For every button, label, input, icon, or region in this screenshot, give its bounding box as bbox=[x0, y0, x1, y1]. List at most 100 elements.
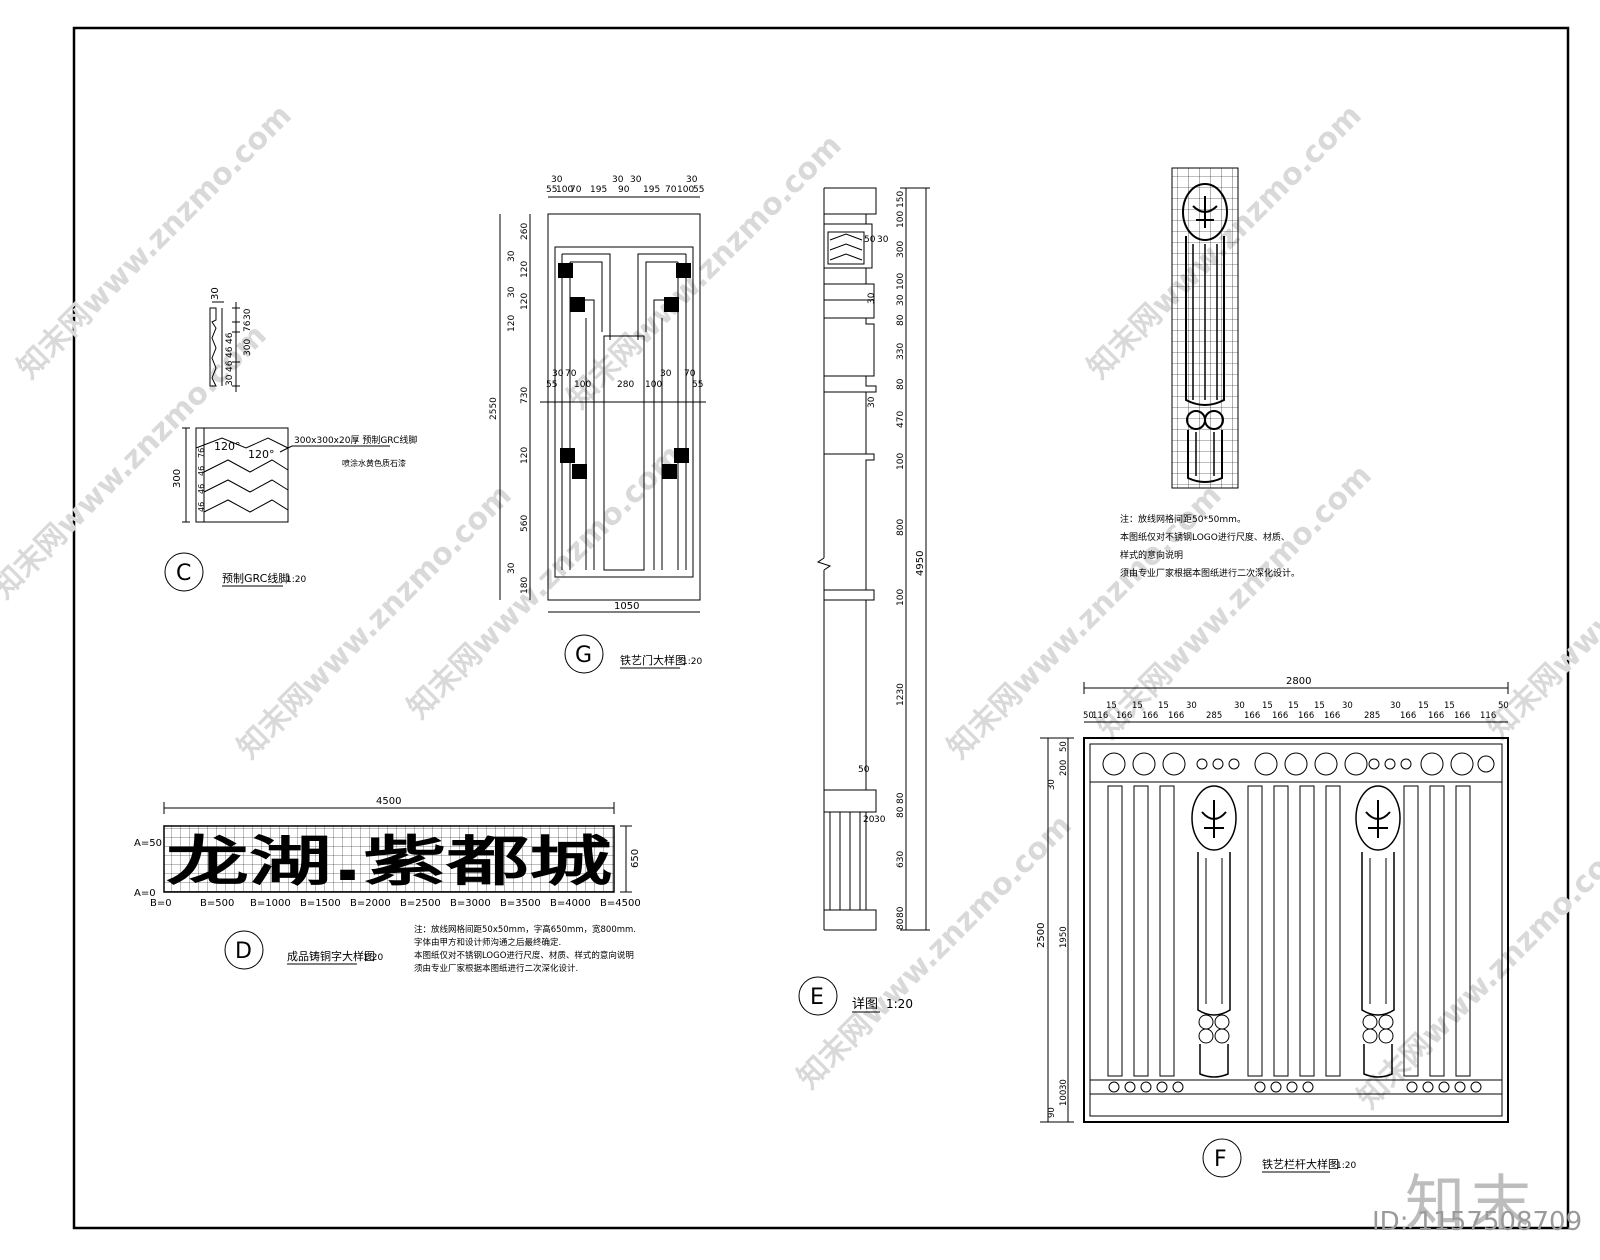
dim-label: 285 bbox=[1206, 711, 1222, 721]
dim-label: 15 bbox=[1158, 701, 1169, 711]
dim-label: 55 bbox=[546, 185, 557, 195]
dim-label: 100 bbox=[896, 273, 906, 290]
sheet-border bbox=[72, 26, 1570, 1230]
gate-ornament bbox=[558, 263, 573, 278]
detail-f: 2800 50 116 15 166 15 166 15 166 30 285 … bbox=[1036, 676, 1509, 1178]
dim-label: 30 bbox=[507, 250, 517, 262]
dim-label: 46 bbox=[225, 360, 235, 372]
dim-label: 50 bbox=[858, 765, 870, 775]
dim-label: 30 bbox=[867, 292, 877, 304]
dim-label: 166 bbox=[1116, 711, 1132, 721]
dim-label: 50 bbox=[1083, 711, 1094, 721]
logo-notes: 注：放线网格间距50*50mm。 本图纸仅对不锈钢LOGO进行尺度、材质、 样式… bbox=[1120, 513, 1300, 579]
dim-label: 76 bbox=[197, 448, 206, 458]
note-line: 300x300x20厚 预制GRC线脚 bbox=[294, 434, 417, 446]
dim-label: 50 bbox=[864, 235, 876, 245]
dim-label: 30 bbox=[225, 374, 235, 386]
dim-label: 15 bbox=[1288, 701, 1299, 711]
dim-label: 2500 bbox=[1036, 923, 1047, 948]
note-line: 字体由甲方和设计师沟通之后最终确定. bbox=[414, 937, 561, 948]
dim-label: 560 bbox=[520, 515, 530, 532]
railing-top-rings bbox=[1102, 752, 1495, 776]
column-profile bbox=[824, 187, 877, 931]
axis-label: B=3000 bbox=[450, 898, 491, 909]
dim-label: 55 bbox=[692, 380, 703, 390]
dim-label: 4500 bbox=[376, 796, 401, 807]
detail-scale: 1:20 bbox=[286, 575, 306, 585]
detail-marker-letter: E bbox=[810, 985, 824, 1010]
axis-label: A=0 bbox=[134, 888, 156, 899]
dim-label: 30 bbox=[552, 369, 564, 379]
detail-scale: 1:20 bbox=[363, 953, 383, 963]
dim-label: 166 bbox=[1168, 711, 1184, 721]
gate-ornament bbox=[674, 448, 689, 463]
dim-label: 30 bbox=[686, 175, 698, 185]
dim-label: 15 bbox=[1262, 701, 1273, 711]
dim-label: 50 bbox=[1059, 741, 1069, 752]
detail-marker-letter: F bbox=[1214, 1147, 1227, 1172]
detail-title: 预制GRC线脚 bbox=[222, 571, 289, 585]
sign-text: 龙湖.紫都城 bbox=[166, 830, 612, 893]
dim-label: 30 bbox=[1234, 701, 1245, 711]
watermark-text: 知末网www.znzmo.com bbox=[401, 438, 689, 726]
dim-label: 195 bbox=[590, 185, 607, 195]
dim-label: 30 bbox=[243, 308, 253, 320]
dim-label: 70 bbox=[570, 185, 582, 195]
dim-label: 30 bbox=[210, 287, 221, 300]
dim-label: 80 bbox=[896, 806, 906, 818]
dim-label: 116 bbox=[1480, 711, 1496, 721]
dim-label: 630 bbox=[896, 851, 906, 868]
axis-label: B=0 bbox=[150, 898, 172, 909]
dim-label: 30 bbox=[867, 396, 877, 408]
dim-label: 46 bbox=[225, 346, 235, 358]
dim-label: 116 bbox=[1092, 711, 1108, 721]
dim-label: 90 bbox=[1047, 1107, 1057, 1118]
dim-label: 30 bbox=[877, 235, 889, 245]
detail-marker-c bbox=[164, 552, 204, 592]
dim-label: 15 bbox=[1444, 701, 1455, 711]
note-line: 须由专业厂家根据本图纸进行二次深化设计. bbox=[414, 963, 578, 974]
dim-label: 166 bbox=[1454, 711, 1470, 721]
gate-mid-dims: 55 30 70 100 280 100 30 70 55 bbox=[546, 369, 703, 390]
note-line: 注：放线网格间距50x50mm，字高650mm，宽800mm. bbox=[414, 924, 636, 935]
grc-section bbox=[195, 427, 289, 523]
dim-label: 30 bbox=[896, 294, 906, 306]
watermark-brand: 知末 bbox=[1405, 1169, 1537, 1239]
dim-label: 300 bbox=[243, 339, 253, 356]
watermark-text: 知末网www.znzmo.com bbox=[231, 478, 519, 766]
detail-scale: 1:20 bbox=[886, 997, 913, 1011]
railing-ornament-right bbox=[1355, 785, 1401, 1078]
gate-ornament bbox=[572, 464, 587, 479]
dim-label: 55 bbox=[693, 185, 704, 195]
watermark-text: 知末网www.znzmo.com bbox=[791, 808, 1079, 1096]
detail-title: 铁艺门大样图 bbox=[620, 653, 686, 667]
gate-ornament bbox=[676, 263, 691, 278]
dim-label: 166 bbox=[1272, 711, 1288, 721]
angle-label: 120° bbox=[248, 448, 275, 461]
dim-label: 30 bbox=[612, 175, 624, 185]
dim-label: 100 bbox=[556, 185, 573, 195]
note-line: 本图纸仅对不锈钢LOGO进行尺度、材质、样式的意向说明 bbox=[414, 950, 634, 961]
logo-detail: 注：放线网格间距50*50mm。 本图纸仅对不锈钢LOGO进行尺度、材质、 样式… bbox=[1120, 167, 1300, 579]
sign-notes: 注：放线网格间距50x50mm，字高650mm，宽800mm. 字体由甲方和设计… bbox=[414, 924, 636, 974]
dim-label: 30 bbox=[1390, 701, 1401, 711]
dim-label: 166 bbox=[1324, 711, 1340, 721]
dim-label: 46 bbox=[225, 332, 235, 344]
dim-label: 285 bbox=[1364, 711, 1380, 721]
gate-ornament bbox=[570, 297, 585, 312]
watermark-text: 知末网www.znzmo.com bbox=[1351, 828, 1600, 1116]
detail-marker-d bbox=[224, 930, 264, 970]
dim-label: 166 bbox=[1428, 711, 1444, 721]
grc-profile-small bbox=[209, 307, 217, 387]
dim-label: 30 bbox=[874, 815, 886, 825]
detail-e: 150 100 300 100 30 80 330 80 470 100 800… bbox=[798, 187, 930, 1016]
gate-ornament bbox=[560, 448, 575, 463]
dim-label: 120 bbox=[520, 261, 530, 278]
dim-label: 70 bbox=[565, 369, 577, 379]
dim-label: 80 bbox=[896, 792, 906, 804]
dim-label: 1230 bbox=[896, 683, 906, 706]
dim-label: 120 bbox=[520, 293, 530, 310]
railing-bottom-rings bbox=[1108, 1081, 1482, 1093]
dim-label: 730 bbox=[520, 387, 530, 404]
detail-title: 详图 bbox=[852, 997, 878, 1012]
